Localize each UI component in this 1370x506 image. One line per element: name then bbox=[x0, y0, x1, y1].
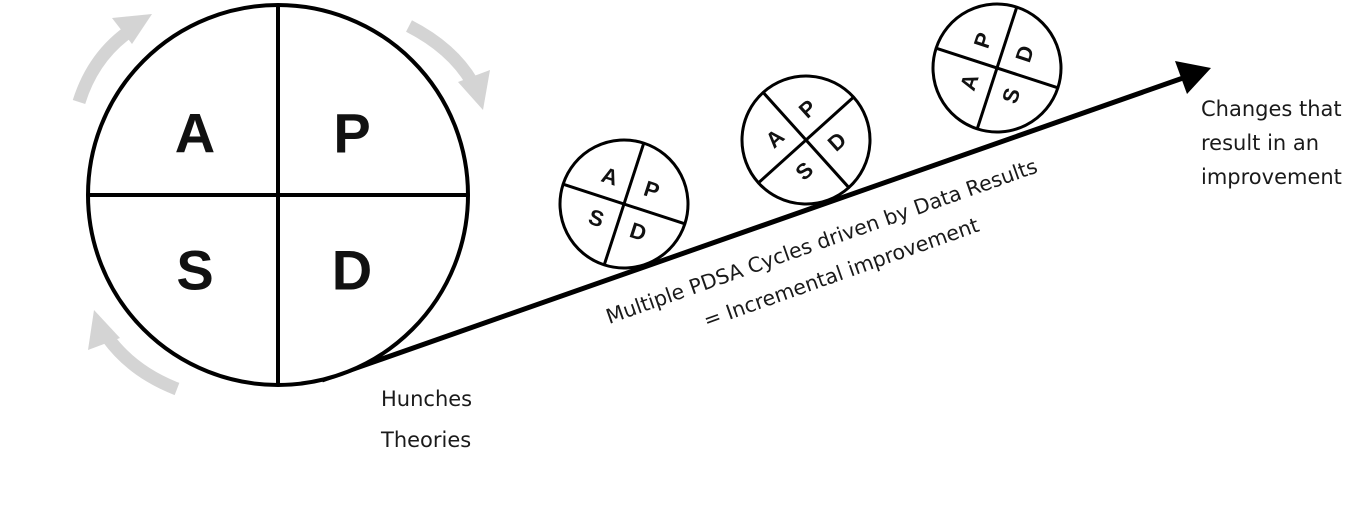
small-quadrant-act: A bbox=[598, 162, 621, 191]
main-pdsa-cycle: A P S D bbox=[86, 3, 470, 387]
rotation-arrows bbox=[72, 14, 490, 396]
small-cycle-divider-horizontal bbox=[562, 182, 686, 226]
end-label-line-3: improvement bbox=[1201, 165, 1342, 189]
small-quadrant-act: A bbox=[955, 71, 984, 94]
small-pdsa-cycle-3: A P S D bbox=[931, 2, 1063, 134]
quadrant-act: A bbox=[175, 102, 215, 165]
small-quadrant-do: D bbox=[1010, 42, 1039, 65]
rotation-arrow-bottom-left bbox=[102, 334, 180, 396]
ramp-line bbox=[321, 75, 1184, 383]
ramp-arrow bbox=[321, 61, 1211, 383]
small-cycle-divider-horizontal bbox=[757, 96, 855, 184]
end-labels: Changes that result in an improvement bbox=[1201, 97, 1342, 189]
quadrant-do: D bbox=[332, 239, 372, 302]
end-label-line-2: result in an bbox=[1201, 131, 1319, 155]
small-quadrant-do: D bbox=[627, 217, 650, 246]
quadrant-plan: P bbox=[333, 102, 370, 165]
small-cycle-circle bbox=[931, 2, 1063, 134]
rotation-arrow-top-right bbox=[405, 20, 478, 86]
start-label-hunches: Hunches bbox=[381, 387, 472, 411]
small-cycle-divider-horizontal bbox=[975, 6, 1019, 130]
start-label-theories: Theories bbox=[380, 428, 471, 452]
small-pdsa-cycle-1: A P S D bbox=[558, 138, 690, 270]
quadrant-study: S bbox=[176, 239, 213, 302]
end-label-line-1: Changes that bbox=[1201, 97, 1342, 121]
rotation-arrowhead-bottom-left bbox=[88, 310, 120, 350]
start-labels: Hunches Theories bbox=[380, 387, 472, 452]
rotation-arrowhead-top-left bbox=[112, 14, 152, 44]
small-pdsa-cycle-2: A P S D bbox=[740, 74, 872, 206]
rotation-arrowhead-top-right bbox=[458, 70, 490, 110]
ramp-arrowhead bbox=[1175, 61, 1211, 94]
